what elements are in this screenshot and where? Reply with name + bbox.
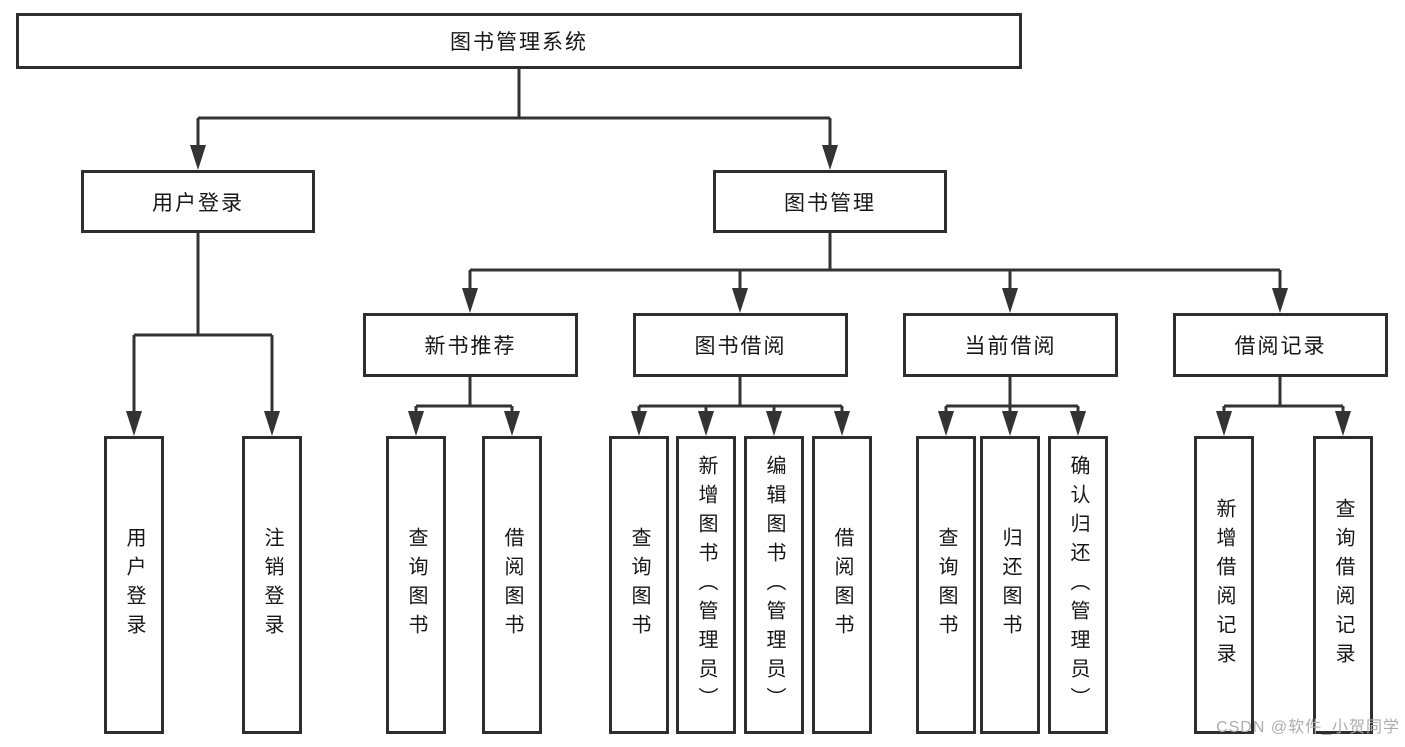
leaf-query-books-recommend: 查询图书 [386, 436, 446, 734]
leaf-query-books-borrowing: 查询图书 [609, 436, 669, 734]
node-book-management: 图书管理 [713, 170, 947, 233]
watermark-text: CSDN @软件_小贺同学 [1216, 719, 1400, 736]
edge-login-to-leaves [132, 233, 274, 414]
leaf-return-book: 归还图书 [980, 436, 1040, 734]
leaf-borrow-books-recommend: 借阅图书 [482, 436, 542, 734]
leaf-edit-book-admin: 编辑图书（管理员） [744, 436, 804, 734]
leaf-add-book-admin: 新增图书（管理员） [676, 436, 736, 734]
leaf-logout: 注销登录 [242, 436, 302, 734]
node-current-borrowing: 当前借阅 [903, 313, 1118, 377]
leaf-add-borrow-record: 新增借阅记录 [1194, 436, 1254, 734]
arrowheads [126, 145, 1351, 436]
node-new-book-recommendation: 新书推荐 [363, 313, 578, 377]
leaf-borrow-books-borrowing: 借阅图书 [812, 436, 872, 734]
node-book-borrowing: 图书借阅 [633, 313, 848, 377]
edge-current-to-leaves [944, 377, 1080, 414]
leaf-confirm-return-admin: 确认归还（管理员） [1048, 436, 1108, 734]
leaf-user-login: 用户登录 [104, 436, 164, 734]
leaf-query-books-current: 查询图书 [916, 436, 976, 734]
node-user-login: 用户登录 [81, 170, 315, 233]
edge-root-to-level2 [196, 69, 832, 148]
node-borrowing-records: 借阅记录 [1173, 313, 1388, 377]
edge-mgmt-to-level3 [468, 233, 1282, 292]
edge-borrowing-to-leaves [637, 377, 844, 414]
edge-recommend-to-leaves [414, 377, 514, 414]
leaf-query-borrow-record: 查询借阅记录 [1313, 436, 1373, 734]
edge-records-to-leaves [1222, 377, 1345, 414]
node-root-system: 图书管理系统 [16, 13, 1022, 69]
